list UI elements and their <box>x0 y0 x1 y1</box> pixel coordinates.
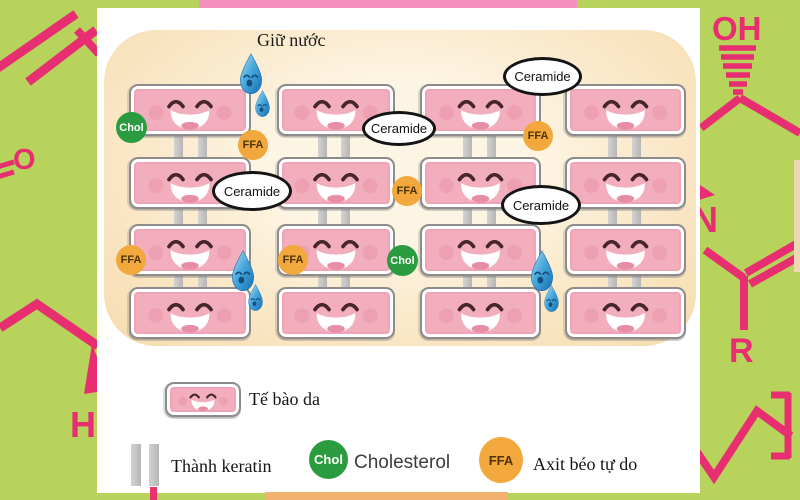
water-retention-label: Giữ nước <box>257 30 326 50</box>
skin-cell <box>277 157 395 209</box>
ffa-badge: FFA <box>238 130 268 160</box>
cell-face-icon <box>134 292 246 334</box>
hydroxyl-label: OH <box>712 10 762 47</box>
ffa-badge: FFA <box>278 245 308 275</box>
legend-ffa-swatch: FFA <box>479 437 523 483</box>
content-panel: Giữ nước <box>97 8 700 493</box>
skin-cell <box>420 287 541 339</box>
keratin-wall <box>632 272 641 287</box>
keratin-wall <box>487 132 496 157</box>
legend-skin-cell-swatch <box>165 382 241 417</box>
skin-cell <box>565 287 686 339</box>
left-structure-art: O H <box>0 10 110 445</box>
legend-cholesterol-swatch: Chol <box>309 440 348 479</box>
keratin-wall <box>174 205 183 224</box>
keratin-wall <box>174 132 183 157</box>
skin-cell <box>565 157 686 209</box>
keratin-wall <box>198 272 207 287</box>
keratin-wall <box>487 205 496 224</box>
legend-cholesterol-label: Cholesterol <box>354 452 451 473</box>
skin-cell <box>420 157 541 209</box>
skin-cell <box>565 224 686 276</box>
keratin-wall <box>632 132 641 157</box>
right-tan-strip <box>794 160 800 272</box>
keratin-wall <box>318 132 327 157</box>
keratin-wall <box>341 205 350 224</box>
skin-cell <box>277 84 395 136</box>
keratin-wall <box>608 132 617 157</box>
keratin-wall <box>318 205 327 224</box>
ceramide-badge: Ceramide <box>212 171 292 211</box>
legend-ffa-label: Axit béo tự do <box>533 454 638 474</box>
cell-face-icon <box>570 292 681 334</box>
keratin-wall <box>463 205 472 224</box>
cell-face-icon <box>570 89 681 131</box>
skin-cell <box>420 224 541 276</box>
skin-cell <box>565 84 686 136</box>
cell-face-icon <box>425 89 536 131</box>
legend-keratin-swatch <box>131 444 141 486</box>
water-drop-icon <box>245 283 266 313</box>
keratin-wall <box>632 205 641 224</box>
water-drop-icon <box>541 284 562 314</box>
legend-keratin-swatch <box>149 444 159 486</box>
water-drop-icon <box>252 89 273 119</box>
cell-face-icon <box>134 89 246 131</box>
keratin-wall <box>608 272 617 287</box>
cholesterol-badge: Chol <box>116 112 147 143</box>
ceramide-badge: Ceramide <box>503 57 582 96</box>
oxygen-label: O <box>13 144 36 176</box>
keratin-wall <box>198 132 207 157</box>
keratin-wall <box>198 205 207 224</box>
hydrogen-label: H <box>70 404 96 445</box>
cell-face-icon <box>170 387 236 412</box>
keratin-wall <box>174 272 183 287</box>
keratin-wall <box>463 272 472 287</box>
keratin-wall <box>463 132 472 157</box>
cholesterol-badge: Chol <box>387 245 418 276</box>
cell-face-icon <box>570 162 681 204</box>
ceramide-badge: Ceramide <box>362 111 436 146</box>
skin-cell <box>129 84 251 136</box>
cell-face-icon <box>570 229 681 271</box>
bottom-orange-bar <box>265 492 508 500</box>
legend-keratin-label: Thành keratin <box>171 456 272 476</box>
right-structure-art: OH N R <box>692 10 800 485</box>
legend-skin-cell-label: Tế bào da <box>249 389 320 409</box>
cell-face-icon <box>425 292 536 334</box>
keratin-wall <box>608 205 617 224</box>
keratin-wall <box>341 132 350 157</box>
keratin-wall <box>341 272 350 287</box>
ffa-badge: FFA <box>392 176 422 206</box>
bottom-crimson-tick <box>150 487 157 500</box>
skin-cell <box>129 287 251 339</box>
cell-face-icon <box>282 292 390 334</box>
skin-cell <box>277 287 395 339</box>
keratin-wall <box>318 272 327 287</box>
top-pink-bar <box>199 0 577 8</box>
cell-face-icon <box>425 229 536 271</box>
ffa-badge: FFA <box>523 121 553 151</box>
ceramide-badge: Ceramide <box>501 185 581 225</box>
cell-face-icon <box>282 162 390 204</box>
r-group-label: R <box>729 332 754 370</box>
ffa-badge: FFA <box>116 245 146 275</box>
keratin-wall <box>487 272 496 287</box>
